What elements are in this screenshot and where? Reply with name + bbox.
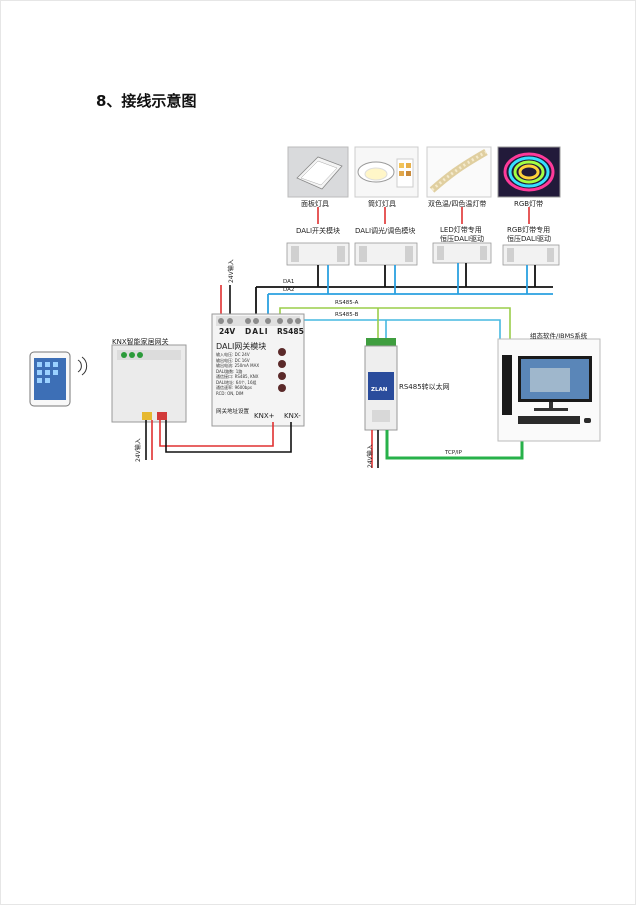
rs485-module-brand: ZLAN (371, 387, 388, 393)
gateway-terminal-24v: 24V (219, 327, 236, 336)
bus-label-tcpip: TCP/IP (445, 450, 462, 456)
gateway-title: DALI网关模块 (216, 342, 267, 351)
da2-bus (267, 263, 553, 316)
driver-label-dimmer: DALI调光/调色模块 (355, 227, 416, 235)
gateway-address-label: 网关地址设置 (216, 409, 250, 415)
lamp-label-cct-strip: 双色温/四色温灯带 (428, 200, 487, 208)
driver-label-led-strip: LED灯带专用 恒压DALI驱动 (440, 226, 485, 243)
gateway-spec: 通信接口: RS485, KNX (216, 374, 259, 379)
knx-gateway-label: KNX智能家居网关 (112, 338, 169, 346)
gateway-spec-list: 输入电压: DC 24V 输出电压: DC 16V 输出电流: 250mA MA… (216, 352, 259, 396)
downlight-image (354, 146, 419, 198)
da1-bus (255, 263, 553, 316)
gateway-power-label: 24V输入 (228, 259, 235, 283)
lamp-label-rgb-strip: RGB灯带 (514, 200, 544, 208)
gateway-spec: DALI路数: 1路 (216, 368, 243, 374)
gateway-terminal-rs485: RS485 (277, 327, 304, 336)
pc-workstation (497, 338, 601, 442)
gateway-spec: 输出电流: 250mA MAX (216, 363, 260, 368)
bus-label-da2: DA2 (283, 287, 295, 293)
bus-label-rs485b: RS485-B (335, 312, 359, 318)
gateway-spec: 输出电压: DC 16V (216, 357, 250, 363)
cct-strip-image (426, 146, 492, 198)
gateway-spec: 通信速率: 9600bps (216, 385, 252, 390)
lamp-label-downlight: 筒灯灯具 (368, 200, 396, 208)
rs485-power-label: 24V输入 (367, 444, 374, 468)
driver-boxes (286, 242, 560, 266)
tcpip-cable (385, 430, 524, 460)
rs485-ethernet-module (364, 338, 398, 431)
knx-gateway-device (111, 344, 187, 423)
rs485-bus (279, 307, 511, 342)
rs485-module-label: RS485转以太网 (399, 383, 450, 391)
gateway-knx-plus: KNX+ (254, 412, 275, 420)
bus-label-da1: DA1 (283, 279, 295, 285)
gateway-terminal-dali: DALI (245, 327, 269, 336)
lamp-label-panel: 面板灯具 (301, 200, 329, 208)
gateway-spec: DALI地址: 64个, 16组 (216, 379, 257, 385)
gateway-knx-minus: KNX- (284, 412, 301, 420)
gateway-spec: 输入电压: DC 24V (216, 352, 250, 357)
bus-label-rs485a: RS485-A (335, 300, 359, 306)
wifi-icon (77, 356, 88, 376)
knx-power-label: 24V输入 (135, 438, 142, 462)
gateway-spec: RCD: ON, DIM (216, 390, 244, 396)
rgb-strip-image (497, 146, 561, 198)
pc-label: 组态软件/IBMS系统 (530, 332, 588, 340)
page-heading: 8、接线示意图 (96, 92, 197, 110)
panel-light-image (287, 146, 349, 198)
driver-label-switch: DALI开关模块 (296, 227, 341, 235)
driver-label-rgb-strip: RGB灯带专用 恒压DALI驱动 (507, 226, 552, 243)
dali-gateway-module (211, 313, 305, 427)
tablet-device (29, 351, 71, 407)
